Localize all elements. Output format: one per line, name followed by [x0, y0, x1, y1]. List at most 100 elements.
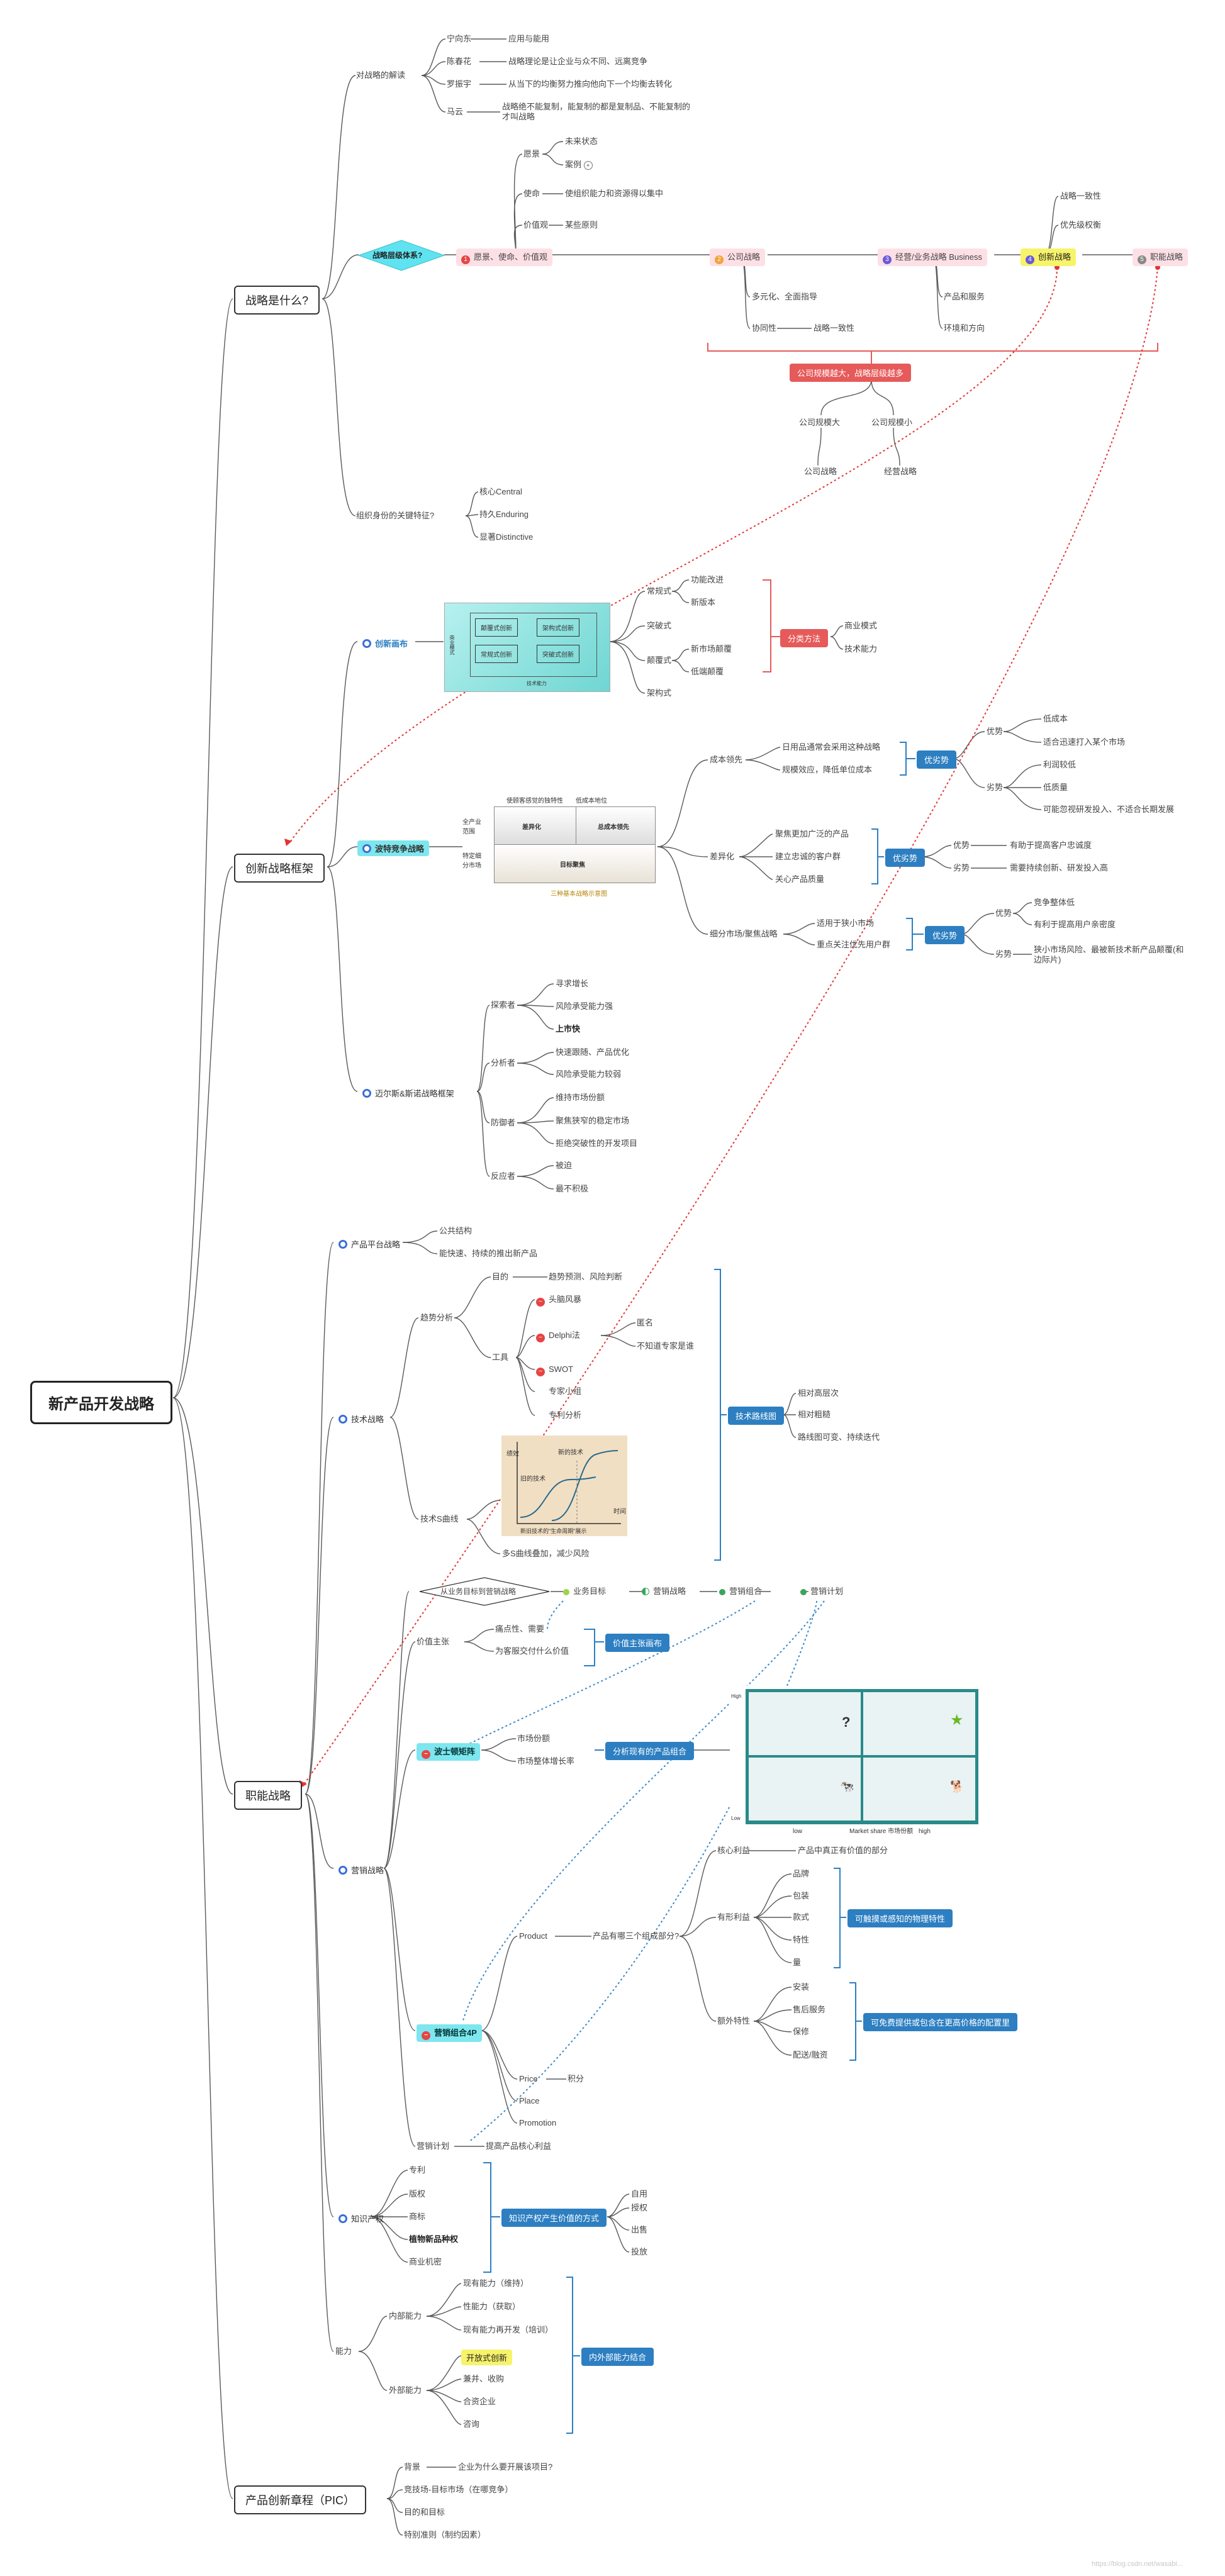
node-platform-c1[interactable]: 能快速、持续的推出新产品 [439, 1249, 538, 1258]
node-diff-adv[interactable]: 优势 [953, 840, 970, 850]
node-core-c0[interactable]: 产品中真正有价值的部分 [798, 1846, 888, 1855]
node-pic-0-c0[interactable]: 企业为什么要开展该项目? [458, 2462, 553, 2472]
node-tangible-1[interactable]: 包装 [793, 1891, 810, 1900]
node-ability[interactable]: 能力 [335, 2346, 352, 2356]
node-external[interactable]: 外部能力 [389, 2385, 422, 2395]
node-scale-small[interactable]: 公司规模小 [871, 418, 913, 427]
node-diff-c1[interactable]: 建立忠诚的客户群 [775, 852, 841, 861]
node-functional-strategy[interactable]: 职能战略 [234, 1781, 302, 1810]
node-flow-0[interactable]: 业务目标 [563, 1586, 606, 1597]
node-diff-dis[interactable]: 劣势 [953, 863, 970, 873]
node-diff-pros-cons[interactable]: 优劣势 [885, 849, 926, 867]
node-tangible-pill[interactable]: 可触摸或感知的物理特性 [847, 1909, 953, 1927]
node-cost-c0[interactable]: 日用品通常会采用这种战略 [782, 742, 881, 752]
node-cost-adv[interactable]: 优势 [987, 727, 1004, 736]
node-scale-big[interactable]: 公司规模大 [799, 418, 841, 427]
node-business-c0[interactable]: 产品和服务 [944, 292, 985, 301]
node-cost-leader[interactable]: 成本领先 [710, 755, 743, 764]
node-ip-way-3[interactable]: 投放 [631, 2247, 648, 2256]
node-product-q[interactable]: 产品有哪三个组成部分? [593, 1931, 680, 1941]
node-seg-c0[interactable]: 适用于狭小市场 [817, 918, 875, 928]
node-delphi-c0[interactable]: 匿名 [637, 1318, 654, 1327]
node-tech-strategy[interactable]: 技术战略 [333, 1411, 389, 1427]
node-flow-1[interactable]: 营销战略 [642, 1586, 686, 1597]
node-pic-3[interactable]: 特别准则（制约因素） [404, 2530, 486, 2540]
node-hier[interactable]: 战略层级体系? [372, 251, 423, 260]
node-routine-c0[interactable]: 功能改进 [691, 575, 724, 584]
node-extra-pill[interactable]: 可免费提供或包含在更高价格的配置里 [863, 2013, 1018, 2031]
node-mix4p[interactable]: −营销组合4P [417, 2024, 482, 2042]
node-type-breakthrough[interactable]: 突破式 [647, 621, 672, 630]
node-diff-c0[interactable]: 聚焦更加广泛的产品 [775, 829, 849, 839]
node-type-disruptive[interactable]: 颠覆式 [647, 655, 672, 665]
node-explorer-c1[interactable]: 风险承受能力强 [556, 1001, 613, 1011]
node-seg-adv-1[interactable]: 有利于提高用户亲密度 [1034, 920, 1116, 929]
node-plan-c0[interactable]: 提高产品核心利益 [486, 2141, 552, 2151]
node-identity[interactable]: 组织身份的关键特征? [356, 511, 435, 520]
node-roadmap-c2[interactable]: 路线图可变、持续迭代 [798, 1432, 880, 1442]
node-type-architectural[interactable]: 架构式 [647, 688, 672, 698]
node-interp[interactable]: 对战略的解读 [356, 70, 406, 80]
node-defender-c2[interactable]: 拒绝突破性的开发项目 [556, 1139, 638, 1148]
node-internal-0[interactable]: 现有能力（维持） [463, 2278, 529, 2288]
node-goal[interactable]: 目的 [492, 1272, 509, 1281]
node-ip-way-1[interactable]: 授权 [631, 2203, 648, 2212]
node-ip[interactable]: 知识产权 [333, 2211, 389, 2226]
node-ip-way-2[interactable]: 出售 [631, 2225, 648, 2234]
node-flow-2[interactable]: 营销组合 [719, 1586, 762, 1597]
node-analyzer-c0[interactable]: 快速跟随、产品优化 [556, 1047, 630, 1057]
node-synergy-c0[interactable]: 战略一致性 [814, 323, 855, 333]
node-tool-2[interactable]: −SWOT [536, 1364, 573, 1376]
node-extra[interactable]: 额外特性 [717, 2016, 751, 2026]
node-tangible-2[interactable]: 款式 [793, 1912, 810, 1922]
node-diff-adv-0[interactable]: 有助于提高客户忠诚度 [1010, 840, 1092, 850]
attachment-icon[interactable]: + [583, 161, 593, 170]
node-interp-who-3[interactable]: 马云 [447, 107, 464, 116]
node-core-benefit[interactable]: 核心利益 [717, 1846, 751, 1855]
node-marketing[interactable]: 营销战略 [333, 1862, 389, 1878]
node-vision-c1[interactable]: 案例 + [565, 160, 593, 170]
node-price-c0[interactable]: 积分 [568, 2074, 585, 2083]
node-cost-dis[interactable]: 劣势 [987, 783, 1004, 792]
node-cost-adv-0[interactable]: 低成本 [1043, 714, 1068, 723]
node-business-c1[interactable]: 环境和方向 [944, 323, 985, 333]
node-corp-c1[interactable]: 协同性 [752, 323, 777, 333]
node-goal-c0[interactable]: 趋势预测、风险判断 [549, 1272, 623, 1281]
node-cost-adv-1[interactable]: 适合迅速打入某个市场 [1043, 737, 1126, 747]
node-external-0[interactable]: 开放式创新 [461, 2350, 513, 2365]
node-strategy-what[interactable]: 战略是什么? [234, 286, 320, 315]
node-defender[interactable]: 防御者 [491, 1118, 516, 1127]
node-pic-2[interactable]: 目的和目标 [404, 2507, 445, 2517]
node-interp-what-0[interactable]: 应用与能用 [508, 34, 550, 43]
node-ip-4[interactable]: 商业机密 [409, 2257, 442, 2267]
node-seg-dis-0[interactable]: 狭小市场风险、最被新技术新产品颠覆(和边际片) [1034, 945, 1184, 964]
node-seg-c1[interactable]: 重点关注优先用户群 [817, 940, 891, 949]
node-identity-c0[interactable]: 核心Central [479, 487, 522, 496]
node-tangible-3[interactable]: 特性 [793, 1935, 810, 1944]
node-reactor[interactable]: 反应者 [491, 1171, 516, 1181]
node-cost-dis-2[interactable]: 可能忽视研发投入、不适合长期发展 [1043, 805, 1175, 814]
node-analyzer[interactable]: 分析者 [491, 1058, 516, 1068]
node-segment[interactable]: 细分市场/聚焦战略 [710, 929, 778, 939]
node-defender-c0[interactable]: 维持市场份额 [556, 1093, 605, 1102]
node-innov-c0[interactable]: 战略一致性 [1060, 191, 1102, 201]
node-extra-2[interactable]: 保修 [793, 2027, 810, 2036]
node-identity-c2[interactable]: 显著Distinctive [479, 532, 534, 542]
node-scale-small-c0[interactable]: 经营战略 [884, 467, 917, 476]
node-vision-c0[interactable]: 未来状态 [565, 137, 598, 146]
node-plan[interactable]: 营销计划 [417, 2141, 450, 2151]
node-platform-c0[interactable]: 公共结构 [439, 1226, 473, 1235]
node-mission-c0[interactable]: 使组织能力和资源得以集中 [565, 189, 664, 198]
node-pic-1[interactable]: 竞技场-目标市场（在哪竞争） [404, 2485, 513, 2494]
node-explorer-c0[interactable]: 寻求增长 [556, 979, 589, 988]
node-internal-2[interactable]: 现有能力再开发（培训） [463, 2325, 554, 2334]
node-extra-3[interactable]: 配送/融资 [793, 2050, 828, 2060]
node-values[interactable]: 价值观 [523, 220, 549, 230]
node-promotion[interactable]: Promotion [519, 2118, 557, 2127]
node-disrupt-c0[interactable]: 新市场颠覆 [691, 644, 732, 654]
node-roadmap[interactable]: 技术路线图 [728, 1407, 785, 1425]
node-scurve-c0[interactable]: 多S曲线叠加，减少风险 [502, 1549, 590, 1558]
